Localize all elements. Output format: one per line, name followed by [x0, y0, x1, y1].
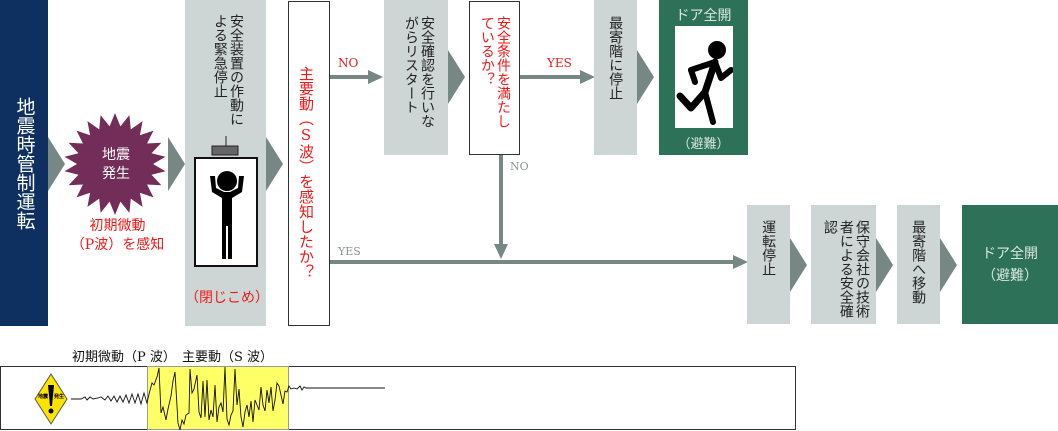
running-person-icon	[675, 26, 733, 128]
operation-stop-text: 運転停止	[760, 220, 777, 276]
nearest-stop-box: 最寄階に停止	[594, 0, 637, 155]
trapped-caption: （閉じこめ）	[185, 290, 269, 306]
technician-check-text: 保守会社の技術者による安全確認	[821, 220, 870, 318]
s-wave-label: 主要動（S 波）	[182, 350, 274, 365]
yes-long-line	[330, 260, 734, 264]
yes-arrowhead	[580, 70, 595, 84]
door-open-bottom-title: ドア全開	[982, 246, 1038, 262]
no-arrow-line	[330, 75, 370, 79]
emergency-stop-text: 安全装置の作動による緊急停止	[211, 14, 244, 126]
p-wave-caption: 初期微動 （P波）を感知	[65, 217, 170, 255]
technician-check-box: 保守会社の技術者による安全確認	[811, 205, 876, 324]
flow-arrow	[790, 238, 807, 292]
flow-arrow	[940, 238, 957, 292]
s-wave-decision-text: 主要動（S波）を感知したか？	[297, 66, 315, 279]
seismic-waveform-panel: 地震 発生	[0, 366, 796, 431]
safety-decision-text: 安全条件を満たしているか？	[478, 16, 511, 128]
s-wave-decision-box: 主要動（S波）を感知したか？	[288, 1, 330, 326]
no-down-arrowhead	[494, 244, 508, 259]
flow-arrow	[637, 50, 654, 104]
no-down-line	[499, 155, 503, 245]
emergency-stop-panel: 安全装置の作動による緊急停止 （閉じこめ）	[185, 0, 269, 326]
yes-arrow-line	[520, 75, 580, 79]
title-text: 地震時管制運転	[13, 96, 36, 230]
operation-stop-box: 運転停止	[747, 205, 790, 324]
safety-decision-box: 安全条件を満たしているか？	[469, 1, 520, 155]
door-open-bottom-box: ドア全開 （避難）	[962, 205, 1058, 324]
door-open-top-box: ドア全開 （避難）	[659, 0, 748, 155]
restart-text: 安全確認を行いながらリスタート	[402, 16, 435, 128]
p-wave-caption-line1: 初期微動	[89, 218, 146, 234]
move-nearest-text: 最寄階へ移動	[910, 220, 927, 304]
star-label: 地震 発生	[95, 146, 137, 184]
earthquake-star-icon	[64, 113, 166, 215]
yes-label-1: YES	[547, 56, 572, 70]
trapped-person-elevator-icon	[194, 136, 258, 267]
door-open-top-title: ドア全開	[675, 8, 732, 24]
yes-label-2: YES	[338, 245, 361, 258]
waveform-graph	[71, 367, 385, 431]
p-wave-label: 初期微動（P 波）	[72, 350, 176, 365]
star-label-line2: 発生	[102, 166, 130, 182]
flow-arrow	[168, 137, 185, 191]
door-open-top-caption: （避難）	[677, 137, 730, 152]
no-arrowhead	[368, 70, 383, 84]
restart-box: 安全確認を行いながらリスタート	[384, 0, 448, 155]
no-label-2: NO	[510, 160, 529, 173]
flow-arrow	[876, 238, 893, 292]
star-label-line1: 地震	[102, 147, 130, 163]
warning-icon-text-right: 発生	[54, 394, 65, 400]
earthquake-warning-icon	[34, 373, 68, 425]
no-label-1: NO	[338, 56, 359, 70]
p-wave-caption-line2: （P波）を感知	[70, 237, 165, 253]
flow-arrow	[266, 137, 283, 191]
move-nearest-box: 最寄階へ移動	[897, 205, 940, 324]
title-box: 地震時管制運転	[0, 0, 48, 326]
nearest-stop-text: 最寄階に停止	[607, 16, 624, 100]
door-open-bottom-caption: （避難）	[982, 268, 1038, 284]
flow-arrow	[48, 137, 65, 191]
yes-long-arrowhead	[733, 255, 748, 269]
warning-icon-text-left: 地震	[38, 394, 49, 400]
flow-arrow	[448, 50, 465, 104]
